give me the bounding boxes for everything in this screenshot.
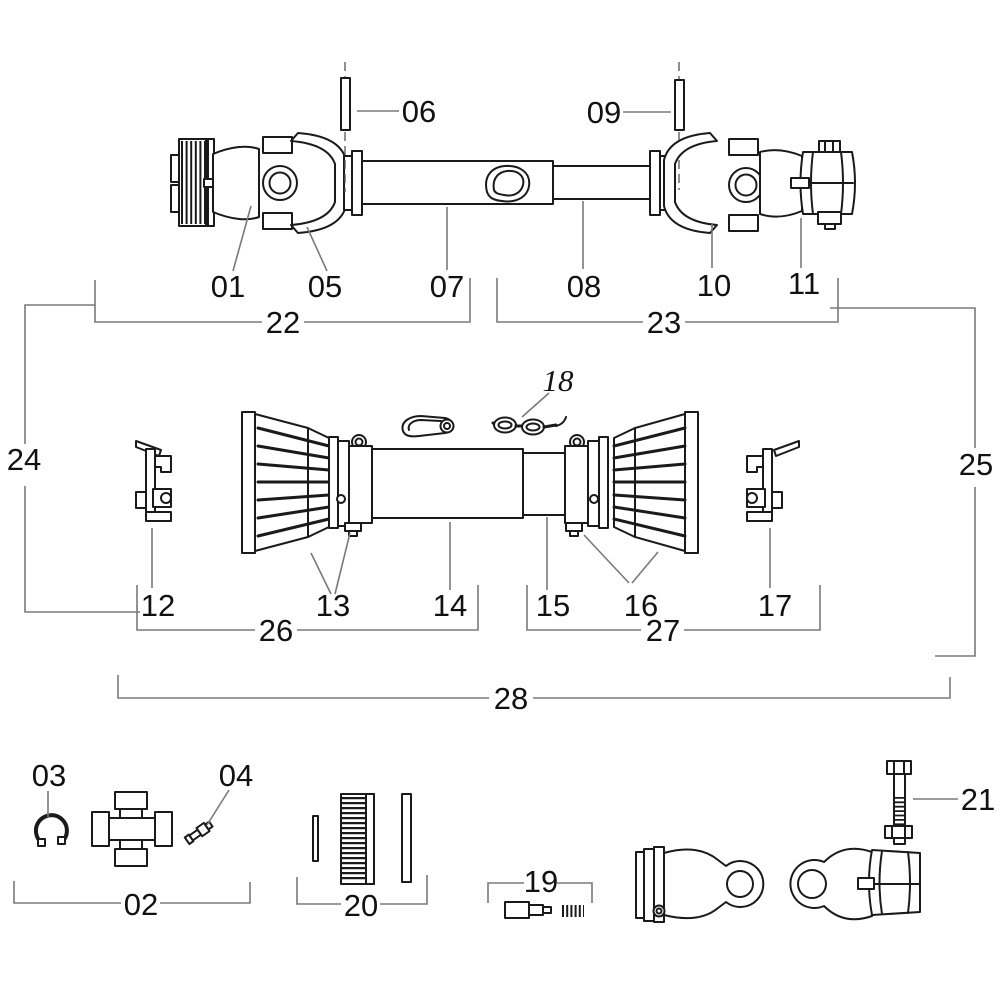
snap-ring-03 [33, 813, 69, 847]
cross-journal [91, 791, 173, 867]
grease-fitting-04 [183, 820, 214, 846]
label-24: 24 [7, 442, 41, 477]
support-bracket-17 [746, 440, 800, 522]
guard-assembly [135, 411, 800, 554]
guard-cone-right [612, 411, 699, 554]
label-01: 01 [211, 269, 245, 304]
bracket-27 [526, 585, 821, 631]
label-11: 11 [788, 266, 820, 301]
clamp-yoke-11 [759, 140, 856, 230]
shear-pin-06 [340, 62, 351, 192]
label-28: 28 [494, 681, 528, 716]
guard-tube-15 [522, 452, 566, 516]
push-pin-19 [504, 901, 552, 919]
label-06: 06 [402, 94, 436, 129]
shaft-assembly-top [170, 62, 856, 234]
loose-parts-row [33, 760, 921, 923]
yoke-half-left [635, 846, 765, 923]
label-04: 04 [219, 758, 253, 793]
splined-hub-01 [170, 138, 260, 227]
guard-tube-14 [371, 448, 524, 519]
bearing-ring-16 [564, 434, 609, 537]
bracket-28 [117, 675, 951, 699]
label-08: 08 [567, 269, 601, 304]
bracket-24 [24, 304, 140, 613]
spline-insert-20 [312, 793, 412, 885]
label-15: 15 [536, 588, 570, 623]
callout-lines [13, 110, 976, 905]
label-02: 02 [124, 887, 158, 922]
label-03: 03 [32, 758, 66, 793]
outer-tube-07 [361, 160, 554, 205]
ujoint-right-10 [649, 132, 764, 234]
label-25: 25 [959, 447, 993, 482]
label-26: 26 [259, 613, 293, 648]
label-12: 12 [141, 588, 175, 623]
inner-tube-08 [552, 165, 651, 200]
label-17: 17 [758, 588, 792, 623]
label-22: 22 [266, 305, 300, 340]
safety-chain-18 [491, 416, 567, 436]
label-16: 16 [624, 588, 658, 623]
bracket-20 [296, 875, 428, 905]
bearing-ring-13 [328, 434, 373, 537]
label-10: 10 [697, 268, 731, 303]
bracket-25 [830, 307, 976, 657]
ujoint-left-05 [262, 132, 363, 234]
bolt-21 [884, 760, 913, 845]
bracket-22 [94, 278, 471, 323]
yoke-half-right [789, 847, 921, 921]
label-27: 27 [646, 613, 680, 648]
snap-hook [401, 415, 455, 438]
bracket-19 [487, 882, 593, 903]
label-18: 18 [543, 363, 575, 398]
label-13: 13 [316, 588, 350, 623]
label-21: 21 [961, 782, 995, 817]
label-09: 09 [587, 95, 621, 130]
guard-cone-left [241, 411, 331, 554]
label-07: 07 [430, 269, 464, 304]
label-23: 23 [647, 305, 681, 340]
support-bracket-12 [135, 440, 172, 522]
bracket-26 [136, 585, 479, 631]
bracket-23 [496, 278, 839, 323]
label-19: 19 [524, 864, 558, 899]
label-14: 14 [433, 588, 467, 623]
shear-pin-09 [674, 62, 685, 190]
bracket-02 [13, 881, 251, 904]
label-05: 05 [308, 269, 342, 304]
part-labels: 01 05 07 08 10 11 06 09 22 23 24 25 12 1… [7, 94, 995, 923]
label-20: 20 [344, 888, 378, 923]
